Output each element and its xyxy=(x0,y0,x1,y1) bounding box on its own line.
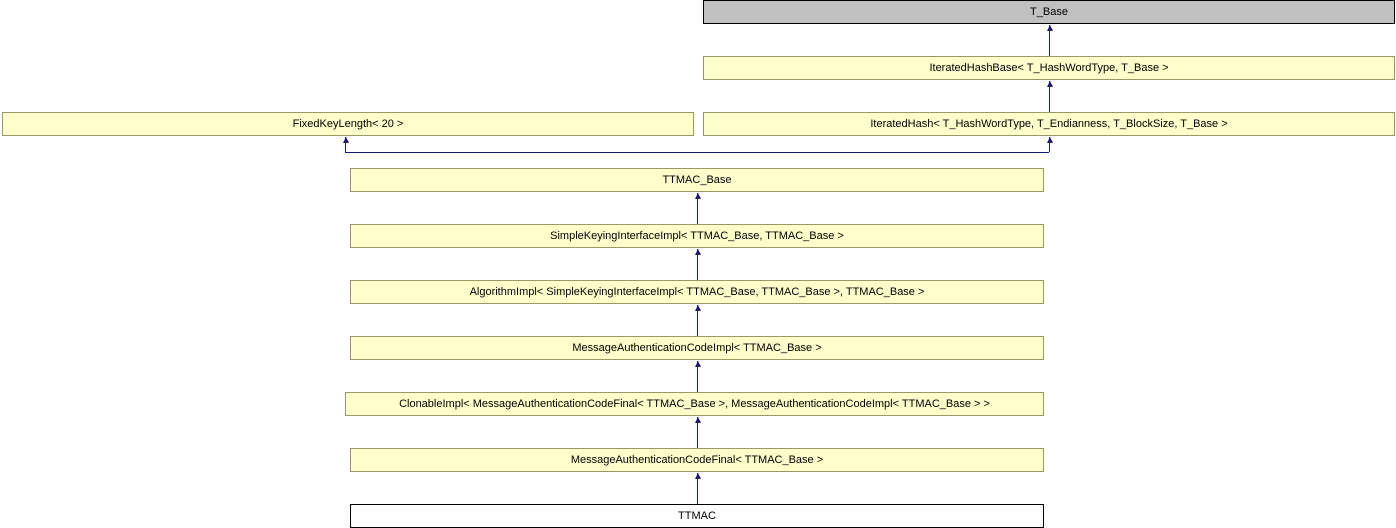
class-node-clonable_impl[interactable]: ClonableImpl< MessageAuthenticationCodeF… xyxy=(345,392,1044,416)
inheritance-arrowhead xyxy=(695,473,701,479)
inheritance-edge xyxy=(697,361,698,392)
class-node-fixed_key_length[interactable]: FixedKeyLength< 20 > xyxy=(2,112,694,136)
inheritance-edge xyxy=(697,473,698,504)
class-node-mac_impl[interactable]: MessageAuthenticationCodeImpl< TTMAC_Bas… xyxy=(350,336,1044,360)
inheritance-arrowhead xyxy=(1047,25,1053,31)
inheritance-edge xyxy=(697,249,698,280)
inheritance-arrowhead xyxy=(695,361,701,367)
inheritance-edge xyxy=(697,417,698,448)
inheritance-edge xyxy=(1049,81,1050,112)
inheritance-edge-elbow xyxy=(345,152,697,153)
inheritance-arrowhead xyxy=(695,249,701,255)
class-node-mac_final[interactable]: MessageAuthenticationCodeFinal< TTMAC_Ba… xyxy=(350,448,1044,472)
inheritance-edge xyxy=(1049,137,1050,152)
class-node-t_base[interactable]: T_Base xyxy=(703,0,1395,24)
class-node-simple_keying[interactable]: SimpleKeyingInterfaceImpl< TTMAC_Base, T… xyxy=(350,224,1044,248)
inheritance-arrowhead xyxy=(695,305,701,311)
class-node-iterated_hash_base[interactable]: IteratedHashBase< T_HashWordType, T_Base… xyxy=(703,56,1395,80)
inheritance-arrowhead xyxy=(695,193,701,199)
class-node-algorithm_impl[interactable]: AlgorithmImpl< SimpleKeyingInterfaceImpl… xyxy=(350,280,1044,304)
class-node-ttmac[interactable]: TTMAC xyxy=(350,504,1044,528)
inheritance-edge-elbow xyxy=(697,152,1049,153)
inheritance-edge xyxy=(345,137,346,152)
inheritance-edge xyxy=(697,193,698,224)
inheritance-edge xyxy=(697,305,698,336)
class-node-ttmac_base[interactable]: TTMAC_Base xyxy=(350,168,1044,192)
inheritance-edge xyxy=(1049,25,1050,56)
class-node-iterated_hash[interactable]: IteratedHash< T_HashWordType, T_Endianne… xyxy=(703,112,1395,136)
inheritance-arrowhead xyxy=(695,417,701,423)
inheritance-arrowhead xyxy=(1047,137,1053,143)
inheritance-arrowhead xyxy=(1047,81,1053,87)
inheritance-arrowhead xyxy=(343,137,349,143)
